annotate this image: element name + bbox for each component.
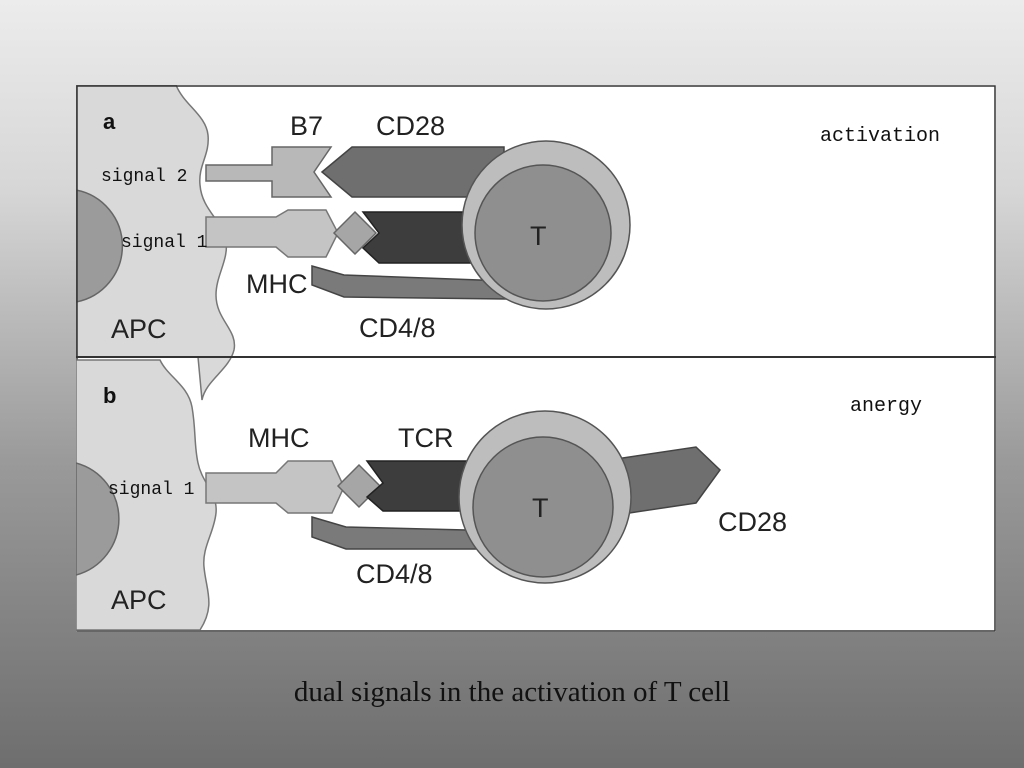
mhc-molecule-b bbox=[205, 460, 345, 514]
cd28-receptor-b bbox=[615, 446, 721, 516]
diagram-figure: a B7 CD28 activation signal 2 signal 1 T… bbox=[76, 85, 996, 632]
cd48-label-b: CD4/8 bbox=[356, 559, 433, 589]
signal1-label-b: signal 1 bbox=[108, 480, 194, 500]
figure-border bbox=[76, 85, 996, 632]
figure-caption: dual signals in the activation of T cell bbox=[293, 676, 731, 708]
panel-a: a B7 CD28 activation signal 2 signal 1 T… bbox=[76, 85, 940, 401]
t-label-a: T bbox=[530, 221, 547, 251]
t-cell-nucleus-a bbox=[474, 164, 612, 302]
apc-label-b: APC bbox=[111, 585, 167, 615]
cd28-label-b: CD28 bbox=[718, 507, 787, 537]
activation-label: activation bbox=[820, 125, 940, 148]
t-cell-nucleus-b bbox=[472, 436, 614, 578]
antigen-a bbox=[332, 210, 378, 256]
mhc-molecule-a bbox=[205, 209, 339, 258]
b7-label: B7 bbox=[290, 111, 323, 141]
signal1-label-a: signal 1 bbox=[121, 233, 207, 253]
t-label-b: T bbox=[532, 493, 549, 523]
tcr-label: TCR bbox=[398, 423, 454, 453]
signal2-label: signal 2 bbox=[101, 167, 187, 187]
apc-nucleus-b bbox=[76, 462, 120, 576]
panel-a-letter: a bbox=[103, 109, 116, 134]
panel-b: b anergy MHC TCR signal 1 T CD28 CD4/8 A… bbox=[76, 359, 922, 631]
diagram-svg: a B7 CD28 activation signal 2 signal 1 T… bbox=[76, 85, 996, 632]
apc-nucleus-a bbox=[76, 189, 124, 303]
cd28-label-a: CD28 bbox=[376, 111, 445, 141]
mhc-label-a: MHC bbox=[246, 269, 308, 299]
cd48-label-a: CD4/8 bbox=[359, 313, 436, 343]
panel-b-letter: b bbox=[103, 383, 116, 408]
apc-label-a: APC bbox=[111, 314, 167, 344]
mhc-label-b: MHC bbox=[248, 423, 310, 453]
anergy-label: anergy bbox=[850, 395, 922, 418]
b7-molecule bbox=[205, 146, 333, 198]
